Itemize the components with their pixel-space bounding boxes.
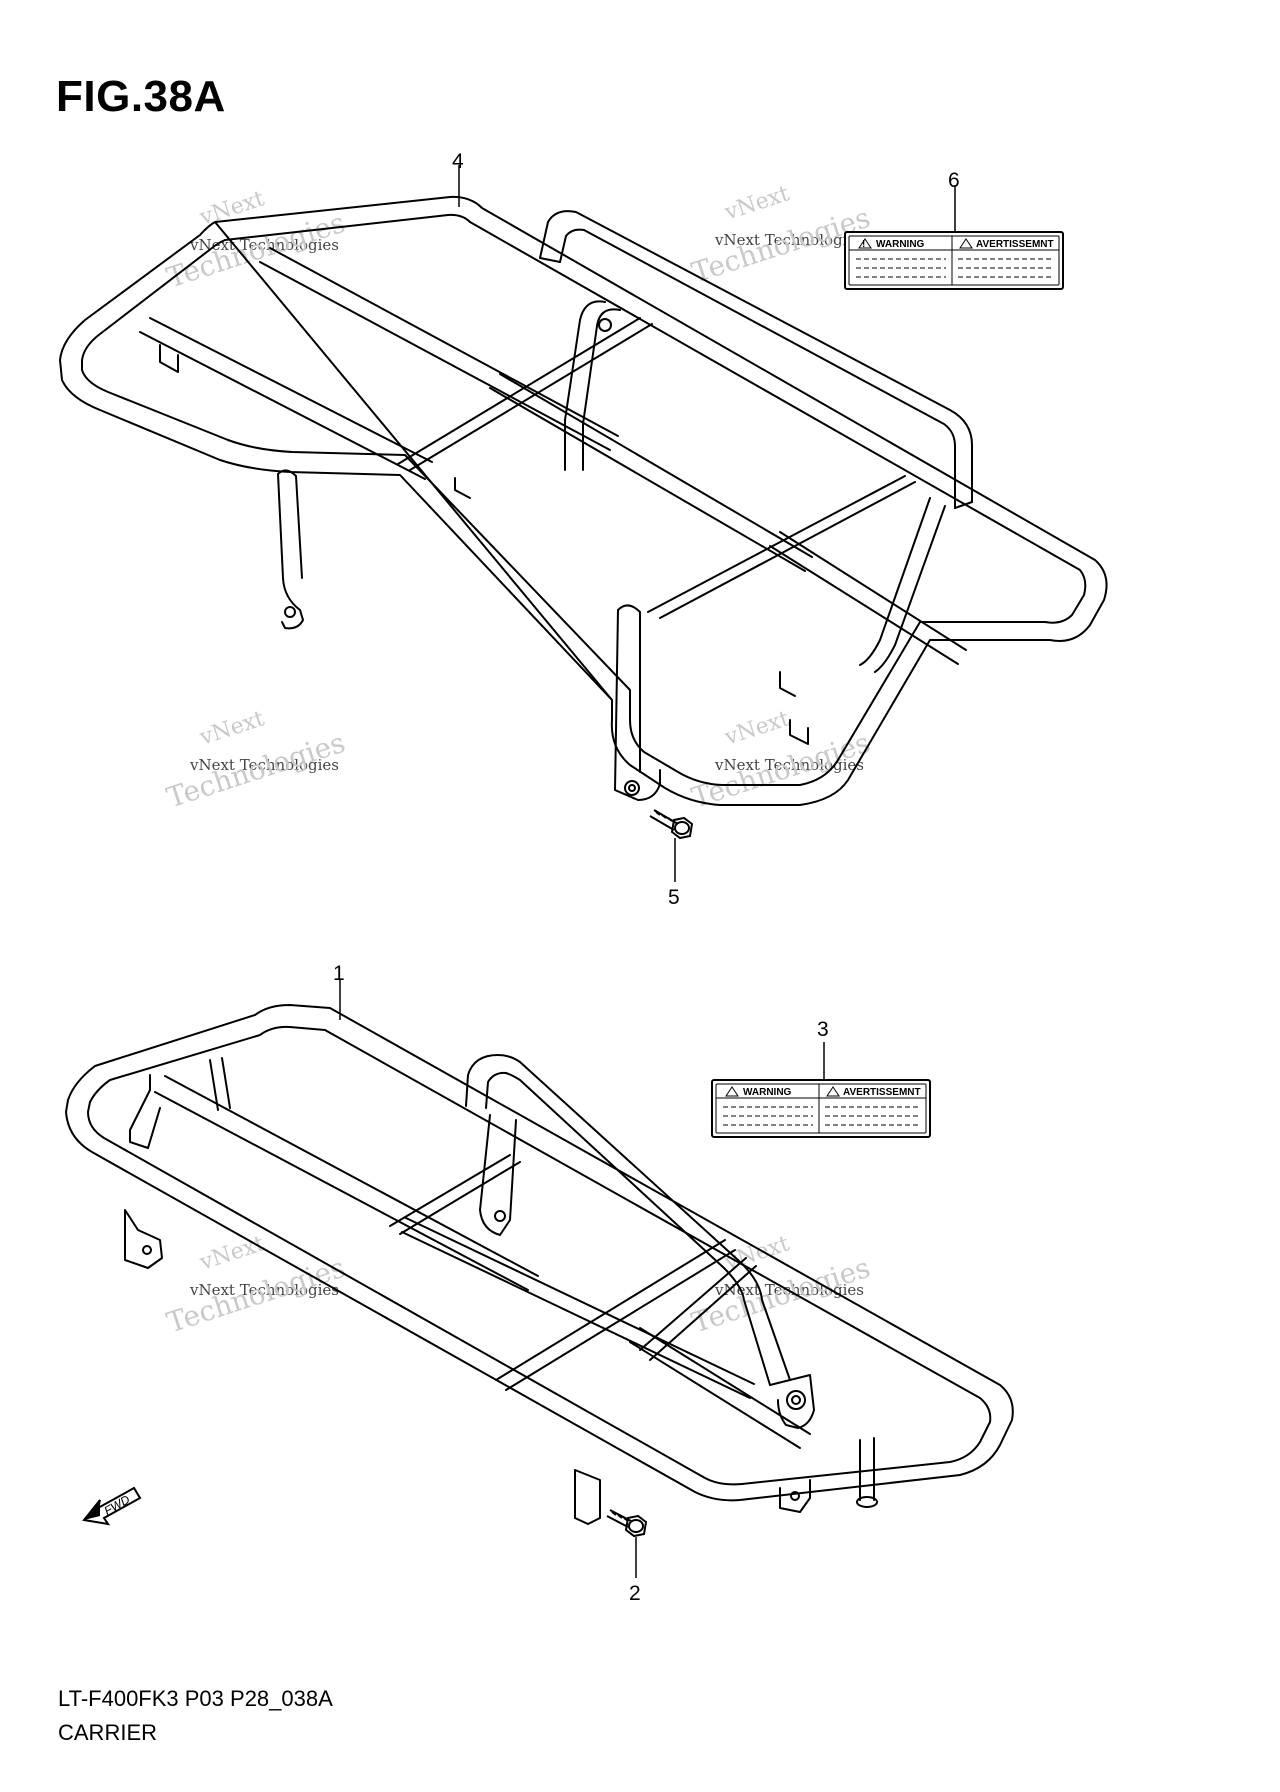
warning-text: WARNING: [876, 239, 925, 250]
watermark: vNext vNext Technologies Technologies: [163, 1231, 349, 1339]
watermark-group: vNext vNext Technologies Technologies vN…: [163, 181, 874, 1339]
svg-text:vNext Technologies: vNext Technologies: [714, 231, 864, 249]
callout-1: 1: [333, 962, 345, 985]
avertissement-text: AVERTISSEMNT: [843, 1087, 921, 1098]
upper-carrier-rack: [59, 195, 1108, 806]
callout-5: 5: [668, 886, 680, 909]
flange-bolt-lower: [606, 1509, 648, 1538]
callout-3: 3: [817, 1018, 829, 1041]
svg-text:vNext: vNext: [721, 706, 793, 751]
svg-text:vNext: vNext: [196, 1231, 268, 1276]
callout-6: 6: [948, 169, 960, 192]
flange-bolt-upper: [649, 809, 694, 840]
callout-4: 4: [452, 150, 464, 173]
watermark: vNext vNext Technologies Technologies: [163, 186, 349, 294]
model-code: LT-F400FK3 P03 P28_038A: [58, 1686, 333, 1711]
watermark: vNext vNext Technologies Technologies: [688, 706, 874, 814]
warning-text: WARNING: [743, 1087, 792, 1098]
figure-title: FIG.38A: [56, 72, 226, 121]
svg-text:vNext Technologies: vNext Technologies: [714, 756, 864, 774]
svg-text:vNext: vNext: [196, 186, 268, 231]
svg-text:vNext Technologies: vNext Technologies: [189, 1281, 339, 1299]
callout-group: [339, 165, 956, 1578]
svg-text:vNext: vNext: [196, 706, 268, 751]
warning-label-lower: WARNING AVERTISSEMNT: [711, 1079, 931, 1138]
warning-label-upper: ! WARNING AVERTISSEMNT: [844, 231, 1064, 290]
watermark: vNext vNext Technologies Technologies: [163, 706, 349, 814]
svg-text:vNext Technologies: vNext Technologies: [189, 756, 339, 774]
avertissement-text: AVERTISSEMNT: [976, 239, 1054, 250]
section-name: CARRIER: [58, 1720, 158, 1745]
lower-carrier-rack: [65, 1004, 1014, 1525]
svg-text:vNext: vNext: [721, 181, 793, 226]
callout-2: 2: [629, 1582, 641, 1605]
forward-direction-arrow: FWD: [82, 1486, 142, 1526]
svg-text:!: !: [862, 239, 865, 250]
